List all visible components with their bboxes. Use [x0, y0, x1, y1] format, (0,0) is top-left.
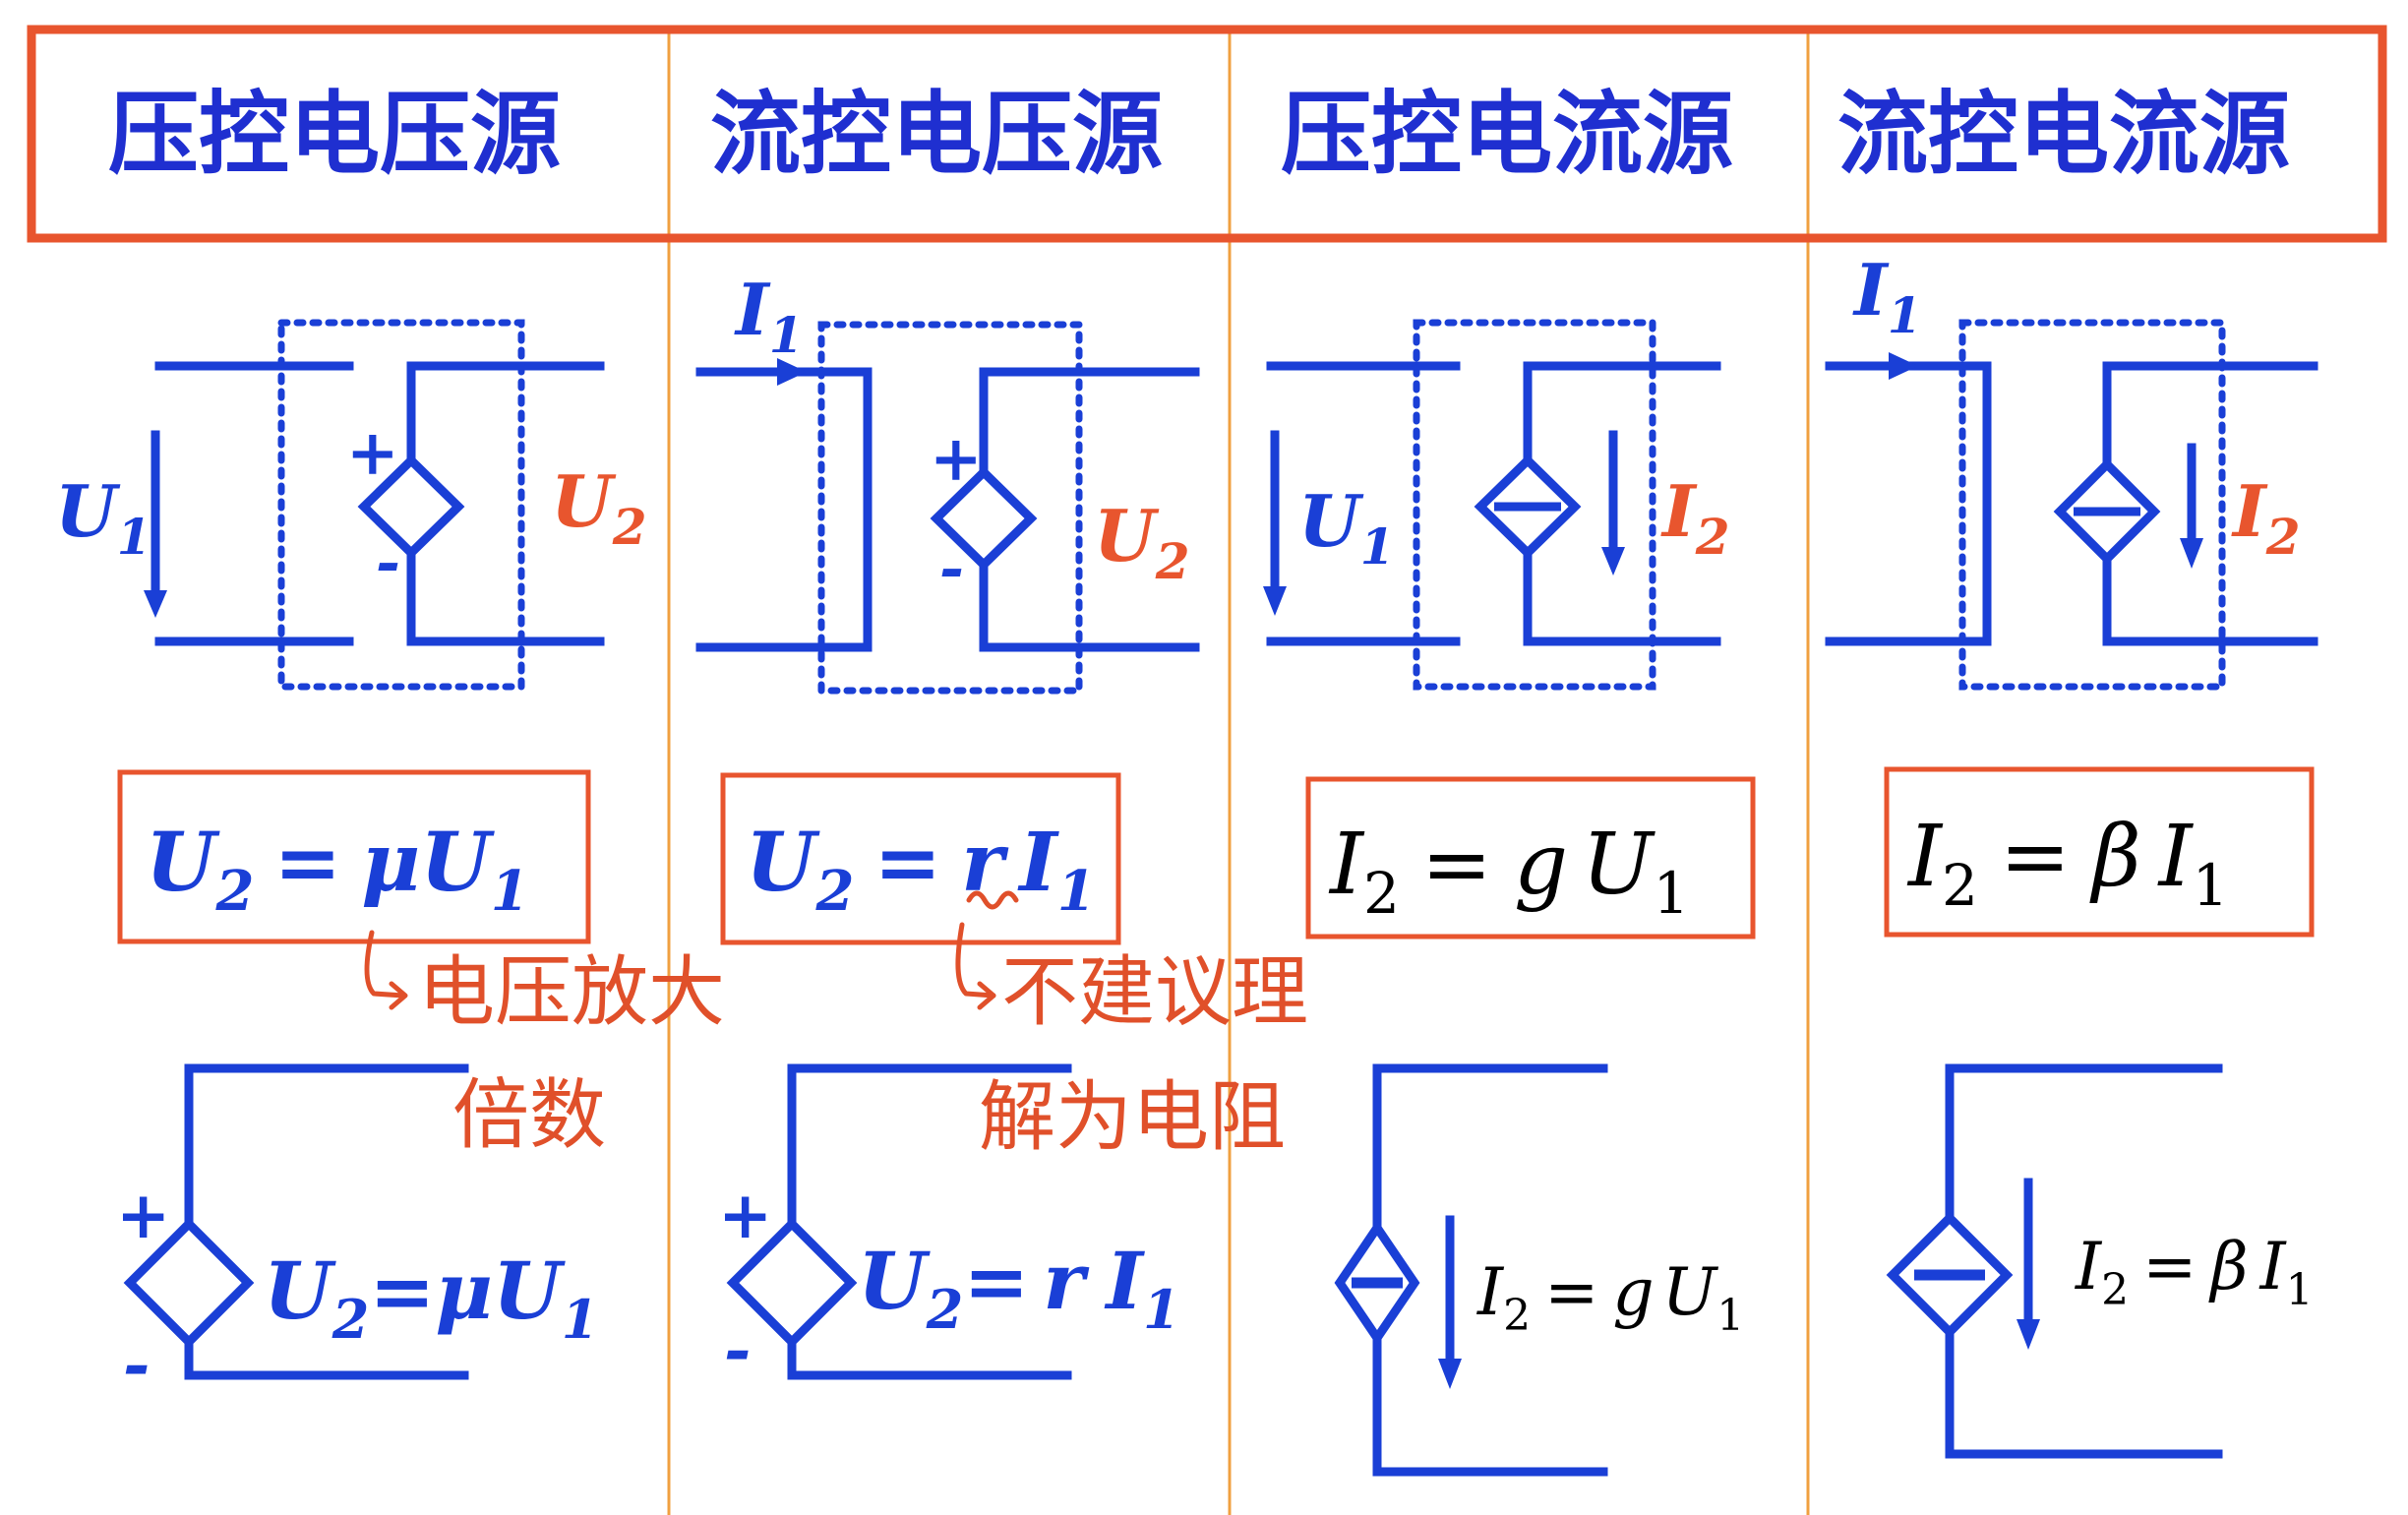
header-vccs: 压控电流源 — [1281, 82, 1733, 187]
label-i1-4: I1 — [1852, 248, 1921, 344]
plus-sign-2: + — [930, 422, 983, 496]
vccs-circuit: U1 I2 — [1263, 319, 1729, 691]
dependent-voltage-source-icon-2 — [930, 465, 1038, 572]
header-ccvs: 流控电压源 — [710, 82, 1163, 187]
svg-text:I2=βI1: I2=βI1 — [2075, 1229, 2314, 1315]
svg-text:U2=rI1: U2=rI1 — [858, 1235, 1180, 1341]
svg-text:U2=μU1: U2=μU1 — [146, 816, 529, 924]
svg-text:-: - — [123, 1326, 150, 1403]
svg-text:U2=rI1: U2=rI1 — [746, 816, 1096, 924]
label-i2: I2 — [1660, 469, 1729, 566]
header-frame — [27, 25, 2387, 243]
svg-text:U2=μU1: U2=μU1 — [264, 1244, 598, 1351]
ccvs-circuit: + - I1 U2 — [695, 268, 1200, 695]
svg-text:+: + — [116, 1177, 170, 1253]
cccs-circuit: I1 I2 — [1825, 248, 2318, 691]
minus-sign-2: - — [939, 534, 964, 603]
vcvs-circuit: + - U1 U2 — [55, 319, 647, 691]
svg-text:I2=gU1: I2=gU1 — [1476, 1254, 1744, 1341]
handwritten-note-ccvs: 不建议理 解为电阻 — [955, 890, 1308, 1162]
header-cccs: 流控电流源 — [1837, 82, 2290, 187]
label-u2: U2 — [551, 459, 647, 556]
svg-text:解为电阻: 解为电阻 — [979, 1073, 1286, 1162]
svg-text:不建议理: 不建议理 — [1001, 948, 1308, 1037]
svg-text:倍数: 倍数 — [452, 1071, 606, 1160]
header-vcvs: 压控电压源 — [108, 82, 561, 187]
column-dividers — [667, 30, 1810, 1515]
equation-vcvs: U2=μU1 — [117, 769, 591, 944]
label-u1: U1 — [55, 469, 151, 566]
svg-text:电压放大: 电压放大 — [418, 948, 725, 1037]
vcvs-symbol: + - U2=μU1 — [116, 1063, 598, 1403]
minus-sign: - — [376, 528, 400, 597]
label-i2-4: I2 — [2231, 469, 2300, 566]
svg-text:I2=βI1: I2=βI1 — [1906, 808, 2229, 919]
svg-text:-: - — [724, 1311, 751, 1388]
label-u1-3: U1 — [1298, 479, 1395, 576]
handwritten-note-vcvs: 电压放大 倍数 — [364, 930, 725, 1160]
label-u2-2: U2 — [1094, 494, 1190, 590]
dependent-voltage-source-icon — [357, 454, 465, 560]
svg-text:+: + — [718, 1177, 772, 1253]
plus-sign: + — [346, 416, 399, 490]
svg-text:I2=gU1: I2=gU1 — [1328, 816, 1689, 927]
label-i1: I1 — [734, 268, 803, 364]
